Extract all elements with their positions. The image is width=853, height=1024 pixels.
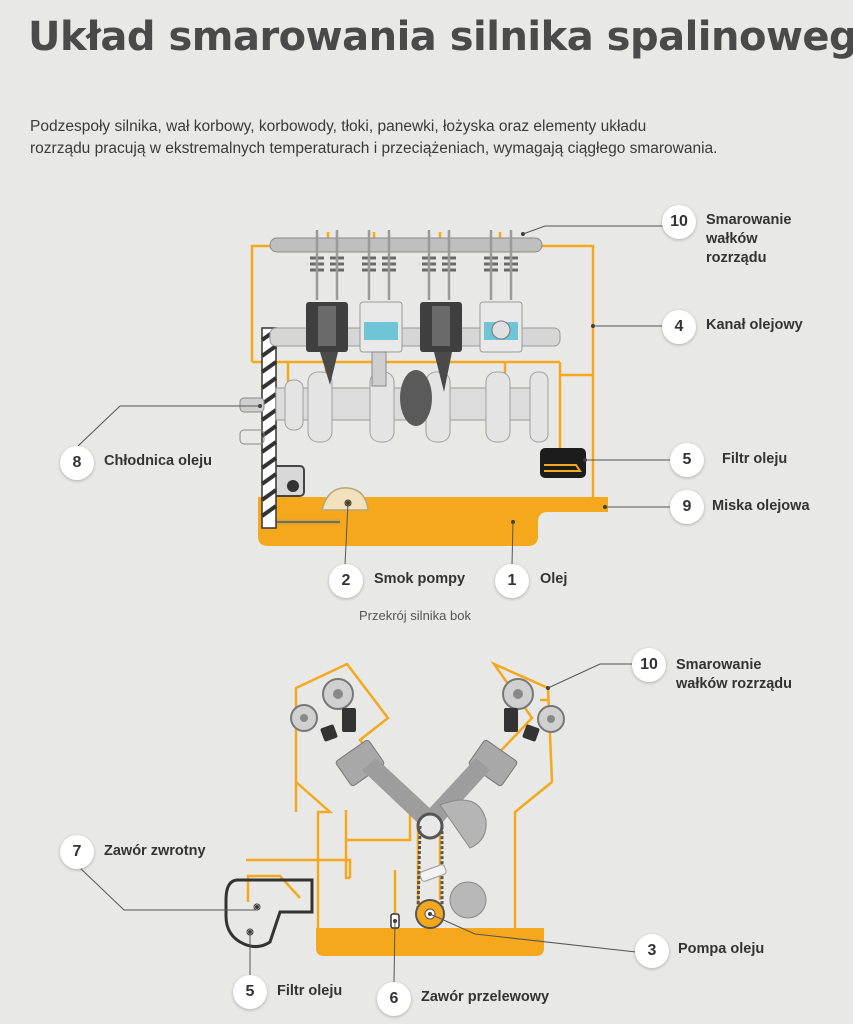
front-section xyxy=(77,661,637,983)
label-oil-cooler: Chłodnica oleju xyxy=(104,453,212,469)
pump-strainer xyxy=(321,487,369,511)
intro-line-2: rozrządu pracują w ekstremalnych tempera… xyxy=(30,140,718,157)
label-relief-valve: Zawór przelewowy xyxy=(421,989,550,1005)
valve-springs xyxy=(310,256,518,272)
hatched-panel xyxy=(260,327,278,529)
oil-filter-bottom xyxy=(224,878,314,949)
label-camshaft-lubrication-top: Smarowanie wałków rozrządu xyxy=(706,211,791,268)
label-check-valve: Zawór zwrotny xyxy=(104,843,206,859)
badge-4: 4 xyxy=(662,310,696,344)
label-line: Smarowanie xyxy=(676,657,762,673)
badge-10-bottom: 10 xyxy=(632,648,666,682)
label-oil-pump: Pompa oleju xyxy=(678,941,765,957)
badge-1: 1 xyxy=(495,564,529,598)
label-line: wałków xyxy=(706,231,758,247)
leader-lines-top xyxy=(77,225,670,566)
badge-5-bottom: 5 xyxy=(233,975,267,1009)
leader-lines-bottom xyxy=(77,663,637,983)
pistons xyxy=(306,301,523,392)
badge-3: 3 xyxy=(635,934,669,968)
v-pistons xyxy=(335,739,518,849)
oil-filter-top xyxy=(540,448,586,478)
section-caption: Przekrój silnika bok xyxy=(359,608,471,623)
badge-10-top: 10 xyxy=(662,205,696,239)
badge-9: 9 xyxy=(670,490,704,524)
label-pump-strainer: Smok pompy xyxy=(374,571,466,587)
cam-gears xyxy=(290,678,565,733)
oil-sump xyxy=(316,928,544,956)
intro-line-1: Podzespoły silnika, wał korbowy, korbowo… xyxy=(30,118,647,135)
label-oil-filter-bottom: Filtr oleju xyxy=(277,983,343,999)
badge-6: 6 xyxy=(377,982,411,1016)
badge-5-top: 5 xyxy=(670,443,704,477)
label-oil-channel: Kanał olejowy xyxy=(706,317,803,333)
label-line: wałków rozrządu xyxy=(676,676,793,692)
label-camshaft-lubrication-bottom: Smarowanie wałków rozrządu xyxy=(676,656,792,694)
label-line: rozrządu xyxy=(706,250,767,266)
camshaft xyxy=(269,237,543,253)
badge-7: 7 xyxy=(60,835,94,869)
label-oil-pan: Miska olejowa xyxy=(712,498,810,514)
label-oil-filter-top: Filtr oleju xyxy=(722,451,788,467)
intro-text: Podzespoły silnika, wał korbowy, korbowo… xyxy=(30,116,820,160)
badge-8: 8 xyxy=(60,446,94,480)
label-line: Smarowanie xyxy=(706,212,792,228)
page-title: Układ smarowania silnika spalinowego xyxy=(28,14,853,60)
side-section xyxy=(77,225,670,566)
label-oil: Olej xyxy=(540,571,568,587)
oil-cooler xyxy=(239,397,265,413)
badge-2: 2 xyxy=(329,564,363,598)
